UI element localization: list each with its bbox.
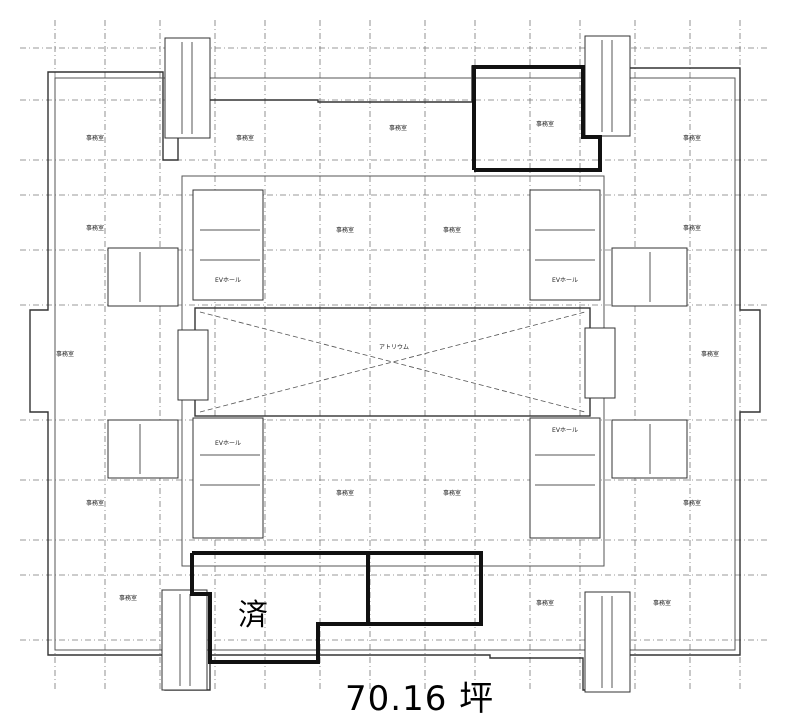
room-label: 事務室 xyxy=(236,134,254,142)
unit-top-right xyxy=(472,65,602,172)
room-label: 事務室 xyxy=(653,599,671,607)
room-labels: 事務室 事務室 事務室 事務室 事務室 事務室 事務室 事務室 事務室 事務室 … xyxy=(56,120,719,607)
room-label: 事務室 xyxy=(56,350,74,358)
ev-hall-label-3: EVホール xyxy=(215,440,241,447)
room-label: 事務室 xyxy=(119,594,137,602)
room-label: 事務室 xyxy=(86,499,104,507)
stair-towers xyxy=(161,35,631,693)
room-label: 事務室 xyxy=(683,134,701,142)
unit-available xyxy=(366,551,483,626)
service-cores: EVホール EVホール EVホール EVホール xyxy=(107,189,688,539)
room-label: 事務室 xyxy=(443,226,461,234)
building-outline xyxy=(29,61,761,691)
ev-hall-label-1: EVホール xyxy=(215,277,241,284)
room-label: 事務室 xyxy=(443,489,461,497)
room-label: 事務室 xyxy=(86,224,104,232)
room-label: 事務室 xyxy=(683,224,701,232)
ev-hall-label-4: EVホール xyxy=(552,427,578,434)
leased-mark: 済 xyxy=(238,598,268,633)
room-label: 事務室 xyxy=(336,489,354,497)
area-label: 70.16 坪 xyxy=(345,679,495,719)
room-label: 事務室 xyxy=(389,124,407,132)
room-label: 事務室 xyxy=(683,499,701,507)
highlighted-units xyxy=(190,65,602,664)
room-label: 事務室 xyxy=(336,226,354,234)
column-grid xyxy=(20,20,770,690)
ev-hall-label-2: EVホール xyxy=(552,277,578,284)
room-label: 事務室 xyxy=(536,120,554,128)
atrium-label: アトリウム xyxy=(379,343,409,351)
room-label: 事務室 xyxy=(86,134,104,142)
room-label: 事務室 xyxy=(536,599,554,607)
atrium: アトリウム xyxy=(194,307,591,417)
unit-leased xyxy=(190,551,370,664)
room-label: 事務室 xyxy=(701,350,719,358)
